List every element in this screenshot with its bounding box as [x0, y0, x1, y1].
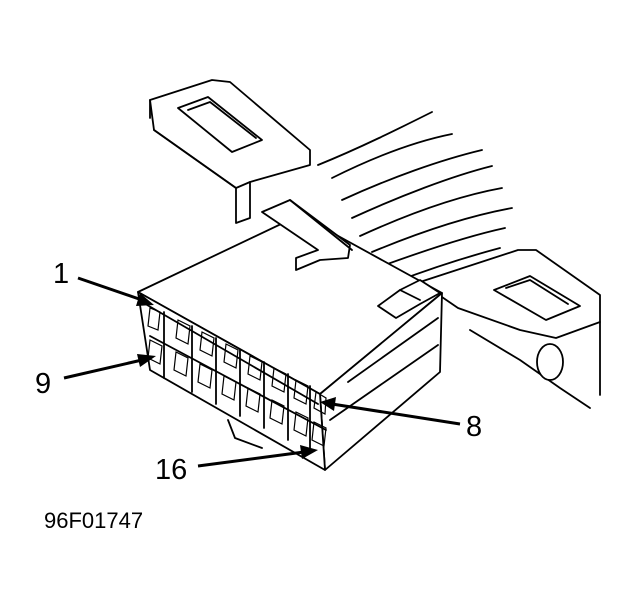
callout-pin-1: 1 [53, 258, 70, 290]
callout-pin-16: 16 [155, 454, 188, 486]
upper-bracket [149, 79, 311, 224]
connector-body [137, 214, 443, 471]
right-bracket [419, 249, 601, 409]
arrow-pin-1 [77, 276, 154, 306]
arrow-pin-8 [320, 397, 461, 426]
callout-pin-8: 8 [466, 411, 483, 443]
wire-bundle [317, 111, 513, 283]
leader-arrows [63, 276, 461, 468]
arrow-pin-9 [63, 354, 156, 380]
arrow-pin-16 [197, 445, 318, 468]
callout-pin-9: 9 [35, 368, 52, 400]
mounting-hole [536, 343, 564, 381]
terminal-cavities [147, 307, 327, 453]
latch-tabs [261, 199, 441, 319]
figure-id: 96F01747 [44, 508, 144, 533]
